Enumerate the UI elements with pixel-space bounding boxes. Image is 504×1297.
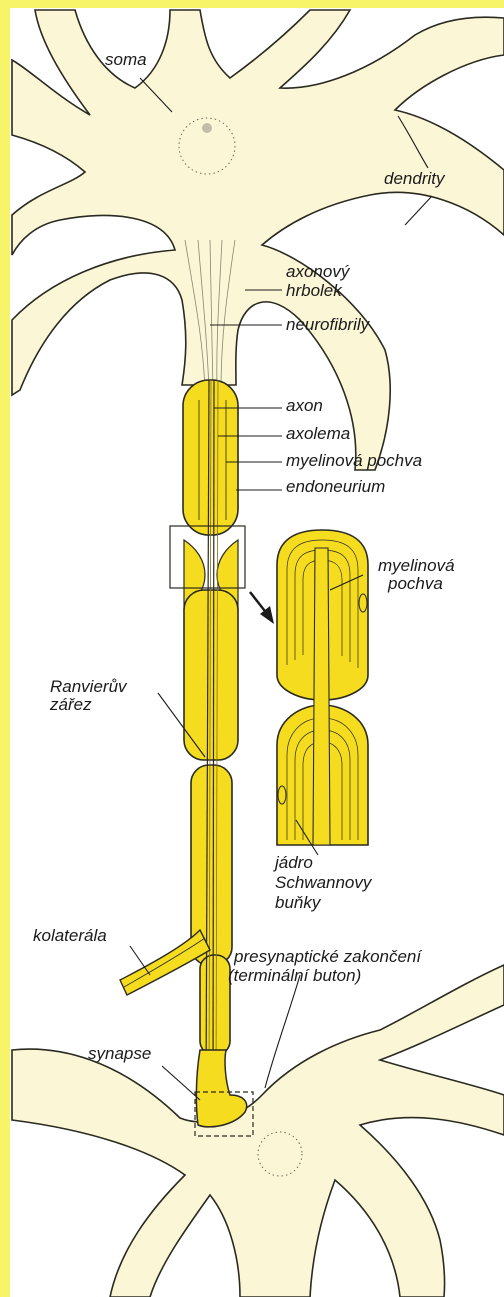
- label-jadro-1: jádro: [275, 853, 313, 872]
- label-neurofibrily: neurofibrily: [286, 315, 369, 334]
- label-dendrity: dendrity: [384, 169, 444, 188]
- label-presynapticke-1: presynaptické zakončení: [234, 947, 504, 966]
- label-kolaterala: kolaterála: [33, 926, 107, 945]
- label-synapse: synapse: [88, 1044, 151, 1063]
- label-soma: soma: [105, 50, 147, 69]
- label-jadro-3: buňky: [275, 893, 320, 912]
- label-jadro-2: Schwannovy: [275, 873, 371, 892]
- label-axon: axon: [286, 396, 323, 415]
- label-axolema: axolema: [286, 424, 350, 443]
- label-endoneurium: endoneurium: [286, 477, 385, 496]
- label-myelinova-inset-2: pochva: [388, 574, 443, 593]
- label-ranvieruv-1: Ranvierův: [50, 677, 127, 696]
- label-ranvieruv-2: zářez: [50, 695, 92, 714]
- label-presynapticke-2: (terminální buton): [228, 966, 361, 985]
- label-myelinova-pochva: myelinová pochva: [286, 451, 422, 470]
- label-myelinova-inset-1: myelinová: [378, 556, 455, 575]
- node-enlargement: [277, 530, 368, 845]
- label-axonovy-2: hrbolek: [286, 281, 342, 300]
- label-axonovy-1: axonový: [286, 262, 349, 281]
